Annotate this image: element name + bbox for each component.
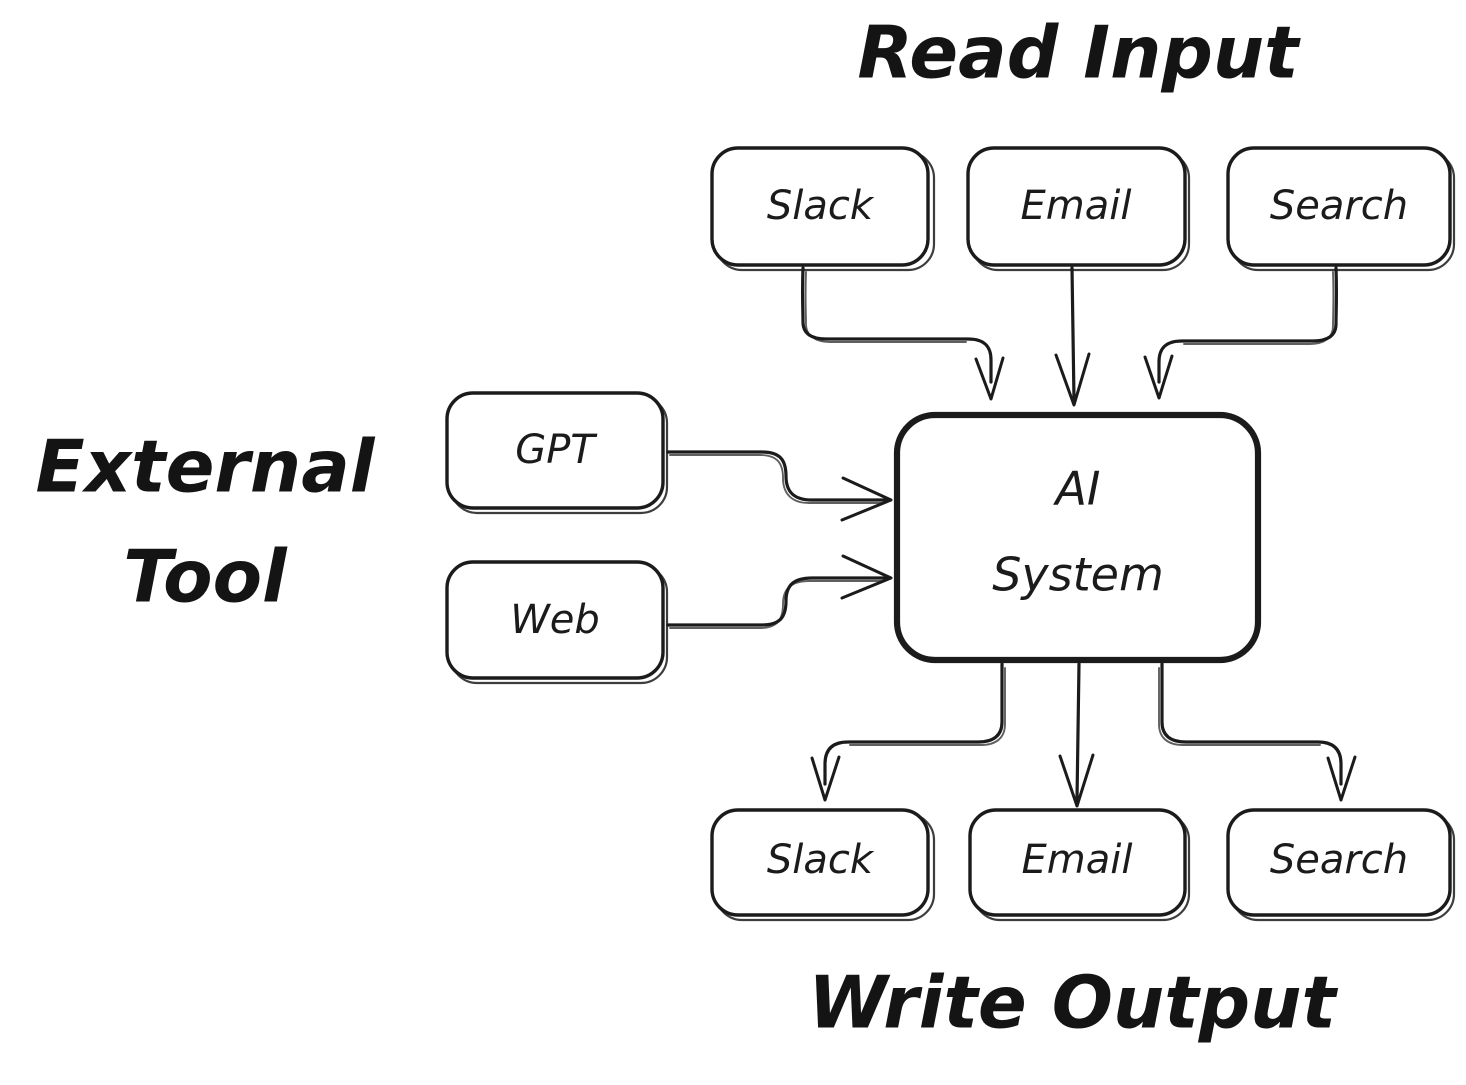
output-node-email[interactable]: Email bbox=[968, 808, 1191, 922]
input-node-email-label: Email bbox=[1021, 183, 1132, 229]
tool-node-gpt-label: GPT bbox=[515, 427, 598, 473]
tool-node-gpt[interactable]: GPT bbox=[445, 391, 669, 515]
connector-slack-to-ai bbox=[800, 266, 1005, 401]
output-node-search[interactable]: Search bbox=[1226, 808, 1456, 922]
input-node-search[interactable]: Search bbox=[1226, 146, 1456, 272]
input-node-slack-label: Slack bbox=[767, 183, 875, 229]
connector-ai-to-email bbox=[1058, 662, 1095, 808]
connector-search-to-ai bbox=[1143, 266, 1339, 400]
ai-system-node[interactable]: AI System bbox=[893, 411, 1262, 664]
output-node-slack[interactable]: Slack bbox=[710, 808, 936, 922]
external-tool-title-line1: External bbox=[36, 425, 376, 509]
read-input-title: Read Input bbox=[857, 11, 1301, 95]
output-node-slack-label: Slack bbox=[767, 837, 875, 883]
input-node-search-label: Search bbox=[1270, 183, 1408, 229]
connector-gpt-to-ai bbox=[666, 450, 893, 522]
ai-system-label-line2: System bbox=[992, 548, 1164, 602]
tool-node-web-label: Web bbox=[510, 597, 600, 643]
connector-email-to-ai bbox=[1054, 266, 1091, 407]
output-node-search-label: Search bbox=[1270, 837, 1408, 883]
tool-node-web[interactable]: Web bbox=[445, 560, 669, 685]
input-node-slack[interactable]: Slack bbox=[710, 146, 936, 272]
connector-web-to-ai bbox=[666, 554, 893, 629]
connector-ai-to-search bbox=[1158, 662, 1357, 802]
output-node-email-label: Email bbox=[1022, 837, 1133, 883]
external-tool-title-line2: Tool bbox=[123, 535, 288, 619]
connector-ai-to-slack bbox=[810, 662, 1006, 802]
input-node-email[interactable]: Email bbox=[966, 146, 1191, 272]
write-output-title: Write Output bbox=[808, 961, 1338, 1045]
ai-system-label-line1: AI bbox=[1052, 462, 1100, 516]
